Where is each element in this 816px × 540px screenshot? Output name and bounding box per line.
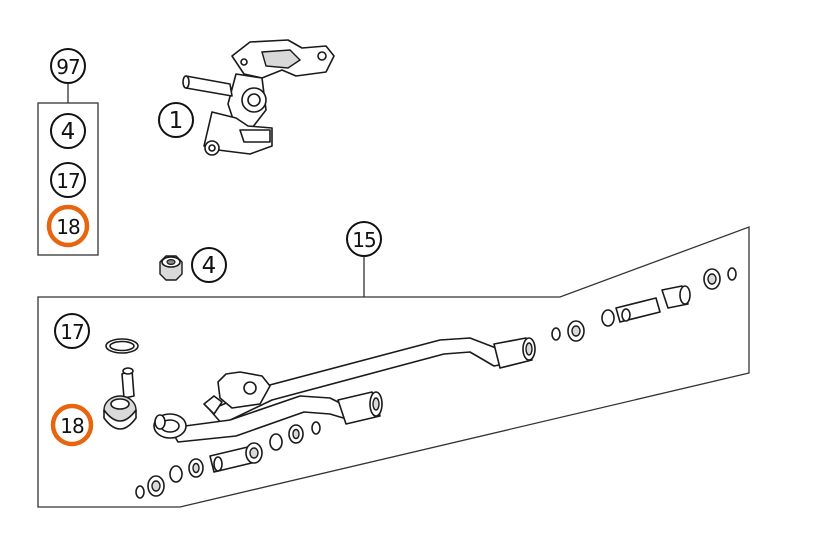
retaining-ring-icon (105, 338, 139, 354)
steering-knuckle-icon (182, 39, 335, 156)
callout-97[interactable]: 97 (50, 48, 86, 84)
callout-18-assy-label: 18 (60, 414, 84, 438)
lock-nut-icon (159, 255, 183, 281)
ball-joint-icon (103, 367, 137, 430)
callout-1-label: 1 (169, 108, 184, 134)
a-arm-frame (37, 226, 750, 508)
kit-97-frame (37, 102, 99, 256)
callout-4-kit[interactable]: 4 (50, 113, 86, 149)
callout-17-kit[interactable]: 17 (50, 162, 86, 198)
callout-17-assy[interactable]: 17 (54, 313, 90, 349)
callout-17-kit-label: 17 (56, 169, 80, 193)
a-arm-icon (153, 337, 536, 443)
highlight-ring (50, 403, 94, 447)
callout-18-assy[interactable]: 18 (50, 403, 94, 447)
callout-4-nut[interactable]: 4 (191, 247, 227, 283)
lower-bushing-set-icon (135, 421, 321, 499)
callout-17-assy-label: 17 (60, 320, 84, 344)
callout-1[interactable]: 1 (158, 102, 194, 138)
callout-18-kit-label: 18 (56, 215, 80, 239)
callout-15[interactable]: 15 (346, 221, 382, 257)
kit-97-group: 97 4 17 18 (37, 48, 99, 256)
a-arm-assembly-group: 15 (37, 221, 750, 508)
upper-bushing-set-icon (551, 267, 737, 342)
callout-4-nut-label: 4 (202, 253, 217, 279)
callout-18-kit[interactable]: 18 (46, 204, 90, 248)
callout-97-label: 97 (56, 55, 80, 79)
callout-15-label: 15 (352, 228, 375, 252)
highlight-ring (46, 204, 90, 248)
callout-4-kit-label: 4 (61, 119, 76, 145)
